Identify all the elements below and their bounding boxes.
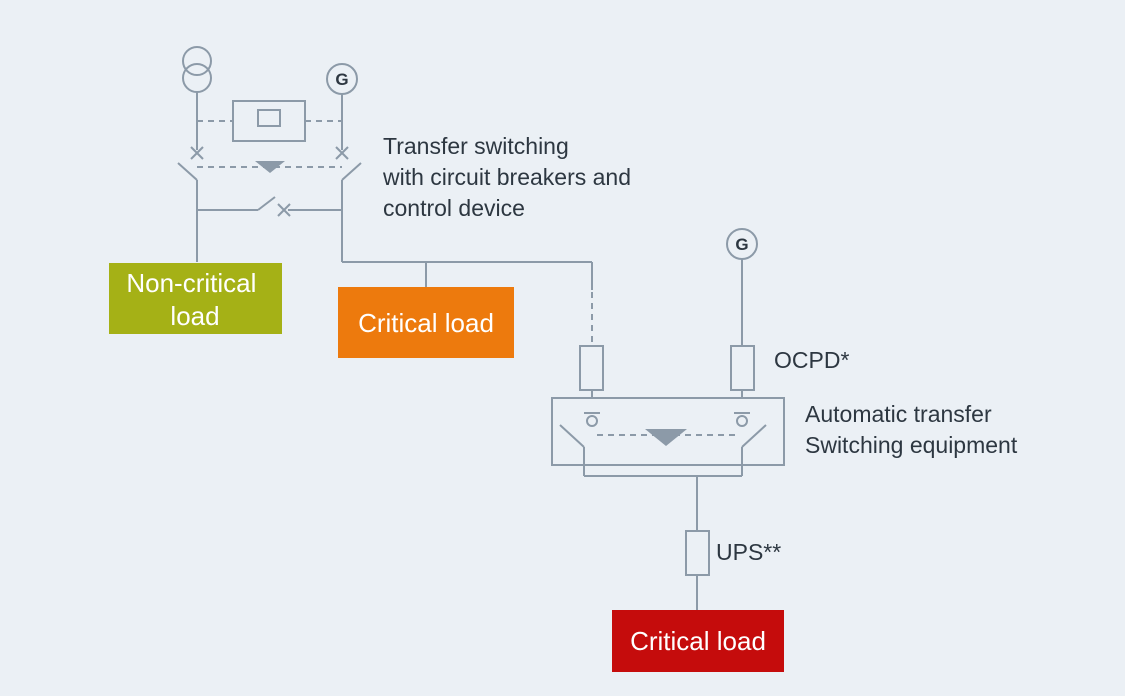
switch-icon bbox=[341, 162, 362, 262]
critical-load-box: Critical load bbox=[338, 287, 514, 358]
control-device-icon bbox=[197, 100, 342, 142]
triangle-icon bbox=[255, 161, 285, 173]
tie-switch-icon bbox=[197, 196, 342, 217]
ups-icon bbox=[685, 530, 710, 576]
breaker-x-icon bbox=[335, 146, 349, 160]
critical-load-label: Critical load bbox=[630, 626, 766, 656]
non-critical-load-box: Non-critical load bbox=[109, 263, 282, 334]
svg-text:Non-critical load: Non-critical load bbox=[126, 268, 263, 331]
critical-load-box: Critical load bbox=[612, 610, 784, 672]
fuse-icon bbox=[730, 345, 755, 391]
ats-label: Automatic transfer Switching equipment bbox=[805, 401, 1018, 458]
ups-label: UPS** bbox=[716, 539, 781, 565]
critical-load-label: Critical load bbox=[358, 308, 494, 338]
fuse-icon bbox=[579, 345, 604, 391]
transformer-icon bbox=[182, 46, 212, 150]
generator-icon: G bbox=[726, 228, 758, 346]
generator-label: G bbox=[335, 70, 348, 89]
triangle-icon bbox=[645, 429, 687, 446]
generator-label: G bbox=[735, 235, 748, 254]
non-critical-load-label: Non-critical bbox=[126, 268, 256, 298]
ats-icon bbox=[551, 397, 785, 477]
switch-icon bbox=[177, 162, 198, 262]
breaker-x-icon bbox=[190, 146, 204, 160]
ocpd-label: OCPD* bbox=[774, 347, 849, 373]
transfer-switching-label: Transfer switching with circuit breakers… bbox=[382, 133, 637, 221]
generator-icon: G bbox=[326, 63, 358, 150]
